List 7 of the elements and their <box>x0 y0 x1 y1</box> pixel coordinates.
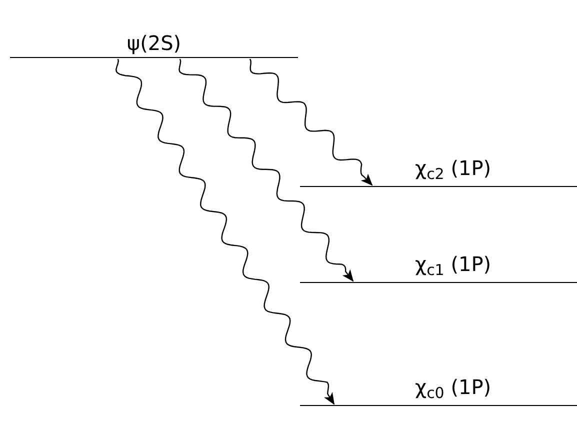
level-label: χ$_{c0}$ (1P) <box>415 377 492 401</box>
level-label: ψ(2S) <box>126 33 182 53</box>
wavy-arrow <box>115 58 335 405</box>
wavy-arrow <box>249 58 373 186</box>
level-label: χ$_{c2}$ (1P) <box>415 158 492 182</box>
level-label: χ$_{c1}$ (1P) <box>415 254 492 278</box>
wavy-arrow <box>178 58 354 282</box>
